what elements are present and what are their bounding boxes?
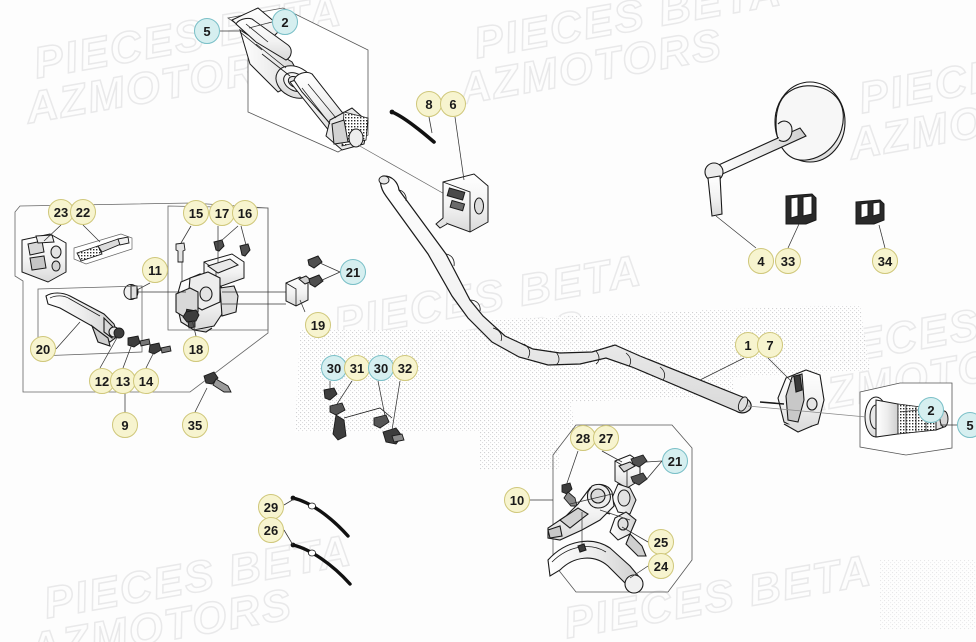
- callout-label: 4: [757, 253, 765, 269]
- callout-label: 24: [653, 558, 669, 574]
- callout-bubble-25[interactable]: 25: [648, 529, 674, 555]
- callout-bubble-21[interactable]: 21: [340, 259, 366, 285]
- bottom-internal-leaders: [569, 493, 631, 548]
- callout-bubble-14[interactable]: 14: [133, 368, 159, 394]
- callout-label: 23: [53, 204, 69, 220]
- callout-bubble-18[interactable]: 18: [183, 336, 209, 362]
- part-11-cap: [123, 284, 139, 300]
- centerline-bar-to-grip: [747, 405, 867, 418]
- callout-bubble-30[interactable]: 30: [368, 355, 394, 381]
- callout-bubble-35[interactable]: 35: [182, 412, 208, 438]
- part-19-21-bracket: [285, 255, 324, 307]
- callout-label: 12: [94, 373, 110, 389]
- callout-label: 11: [148, 262, 162, 278]
- callout-bubble-31[interactable]: 31: [344, 355, 370, 381]
- part-4-mirror: [704, 81, 846, 217]
- callout-label: 28: [575, 430, 591, 446]
- part-throttle-tube-top: [289, 71, 369, 151]
- group-lever-box: [37, 285, 143, 357]
- callout-label: 6: [449, 96, 457, 112]
- callout-label: 26: [263, 522, 279, 538]
- part-8-screw: [389, 109, 436, 144]
- callout-bubble-15[interactable]: 15: [183, 200, 209, 226]
- part-33-clamp: [785, 193, 817, 225]
- part-22-brush: [73, 233, 133, 265]
- callout-label: 17: [214, 205, 230, 221]
- callout-bubble-20[interactable]: 20: [30, 336, 56, 362]
- part-20-clutch-lever: [45, 292, 120, 347]
- callout-bubble-8[interactable]: 8: [416, 91, 442, 117]
- callout-label: 10: [509, 492, 525, 508]
- callout-label: 2: [927, 402, 935, 418]
- callout-label: 8: [425, 96, 433, 112]
- callout-label: 22: [75, 204, 91, 220]
- callout-bubble-34[interactable]: 34: [872, 248, 898, 274]
- group-30-31-32-fittings: [323, 387, 405, 445]
- callout-label: 34: [877, 253, 893, 269]
- callout-label: 30: [326, 360, 342, 376]
- part-23-block: [21, 233, 67, 283]
- part-28-screw: [561, 482, 578, 507]
- callout-bubble-6[interactable]: 6: [440, 91, 466, 117]
- callout-label: 27: [598, 430, 614, 446]
- callout-label: 7: [766, 337, 774, 353]
- callout-bubble-5[interactable]: 5: [194, 18, 220, 44]
- callout-label: 29: [263, 499, 279, 515]
- part-15-pin: [175, 242, 186, 263]
- part-34-clamp: [855, 199, 885, 225]
- part-7-throttle-housing: [759, 369, 825, 433]
- callout-bubble-29[interactable]: 29: [258, 494, 284, 520]
- callout-bubble-22[interactable]: 22: [70, 199, 96, 225]
- part-26-cable: [290, 542, 352, 586]
- callout-label: 9: [121, 417, 129, 433]
- callout-bubble-2[interactable]: 2: [272, 9, 298, 35]
- callout-label: 20: [35, 341, 51, 357]
- callout-bubble-16[interactable]: 16: [232, 200, 258, 226]
- part-1-handlebar: [378, 175, 752, 414]
- callout-label: 31: [349, 360, 365, 376]
- callout-label: 33: [780, 253, 796, 269]
- callout-bubble-24[interactable]: 24: [648, 553, 674, 579]
- callout-bubble-7[interactable]: 7: [757, 332, 783, 358]
- callout-label: 25: [653, 534, 669, 550]
- part-10-brake-master-body: [547, 483, 647, 557]
- part-21-screws-bottom: [630, 454, 648, 486]
- callout-bubble-19[interactable]: 19: [305, 312, 331, 338]
- callout-label: 2: [281, 14, 289, 30]
- callout-bubble-21[interactable]: 21: [662, 448, 688, 474]
- callout-label: 19: [310, 317, 326, 333]
- callout-bubble-4[interactable]: 4: [748, 248, 774, 274]
- callout-label: 18: [188, 341, 204, 357]
- callout-bubble-27[interactable]: 27: [593, 425, 619, 451]
- callout-label: 15: [188, 205, 204, 221]
- callout-label: 35: [187, 417, 203, 433]
- callout-label: 32: [397, 360, 413, 376]
- part-35-bolt: [203, 371, 232, 393]
- part-6-left-switch: [435, 173, 489, 233]
- callout-bubble-26[interactable]: 26: [258, 517, 284, 543]
- callout-label: 13: [115, 373, 131, 389]
- callout-label: 5: [966, 417, 974, 433]
- callout-bubble-9[interactable]: 9: [112, 412, 138, 438]
- callout-bubble-2[interactable]: 2: [918, 397, 944, 423]
- internal-leaders: [138, 262, 286, 305]
- callout-label: 16: [237, 205, 253, 221]
- callout-leader-lines: [43, 21, 957, 579]
- callout-label: 21: [667, 453, 683, 469]
- part-24-brake-lever: [547, 540, 644, 594]
- callout-bubble-10[interactable]: 10: [504, 487, 530, 513]
- callout-label: 1: [744, 337, 752, 353]
- callout-label: 14: [138, 373, 154, 389]
- part-12-13-14-screws: [113, 327, 172, 355]
- leader-grip-to-switch: [357, 144, 456, 201]
- part-29-cable: [290, 495, 350, 538]
- callout-bubble-33[interactable]: 33: [775, 248, 801, 274]
- callout-label: 30: [373, 360, 389, 376]
- callout-bubble-11[interactable]: 11: [142, 257, 168, 283]
- callout-bubble-32[interactable]: 32: [392, 355, 418, 381]
- callout-label: 21: [345, 264, 361, 280]
- callout-label: 5: [203, 23, 211, 39]
- callout-bubble-5[interactable]: 5: [957, 412, 976, 438]
